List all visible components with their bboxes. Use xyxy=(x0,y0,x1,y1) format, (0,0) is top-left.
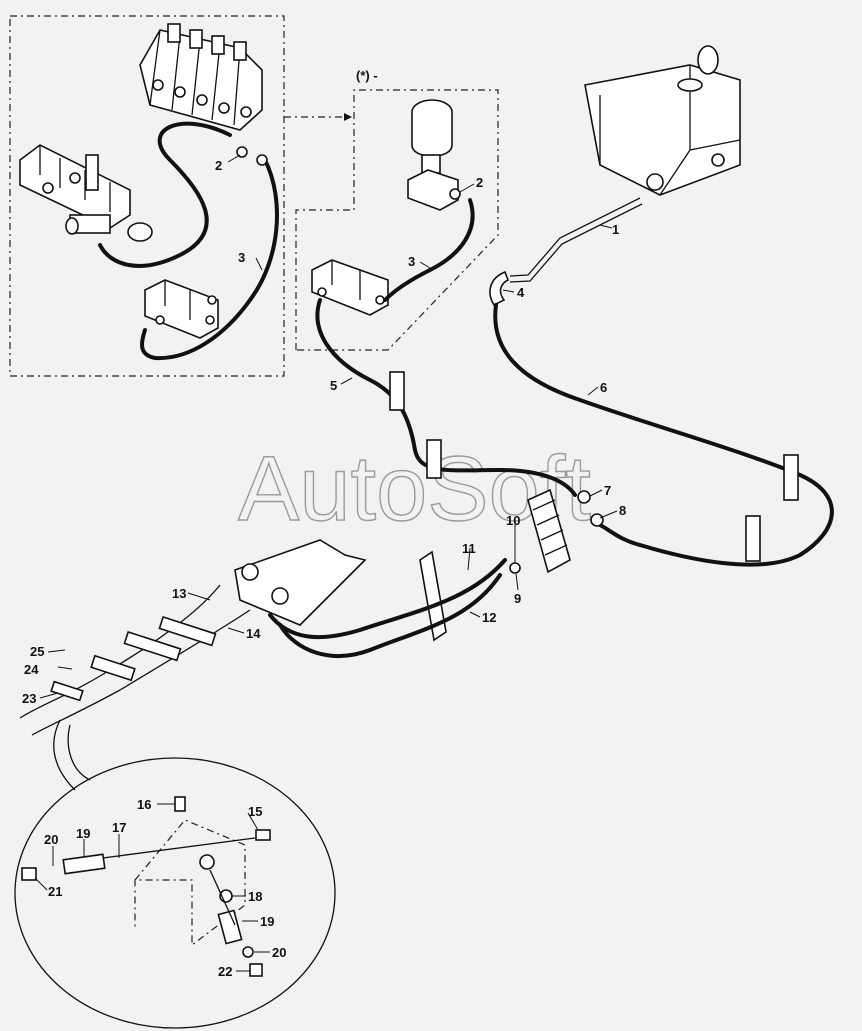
callout-13: 13 xyxy=(172,586,186,601)
tall-clamp xyxy=(419,550,447,642)
callout-12: 12 xyxy=(482,610,496,625)
detail-bracket xyxy=(21,796,271,977)
inset-box-main xyxy=(9,15,285,377)
hydraulic-tank xyxy=(584,45,741,196)
callout-15: 15 xyxy=(248,804,262,819)
callout-4: 4 xyxy=(517,285,525,300)
variant-arrow-head xyxy=(344,113,352,121)
valve-block-variant xyxy=(311,259,389,316)
elbow-4 xyxy=(489,270,510,307)
inset-box-variant xyxy=(295,89,499,351)
hose-inset-b xyxy=(140,158,279,361)
line-1b xyxy=(509,203,643,283)
hose-6 xyxy=(493,303,834,567)
hose-5 xyxy=(315,298,577,497)
callout-20b: 20 xyxy=(272,945,286,960)
callout-25: 25 xyxy=(30,644,44,659)
callout-8: 8 xyxy=(619,503,626,518)
control-valve-block xyxy=(139,23,263,131)
hose-12 xyxy=(278,573,502,658)
callout-17: 17 xyxy=(112,820,126,835)
manifold-assembly xyxy=(19,144,153,242)
callout-22: 22 xyxy=(218,964,232,979)
callout-24: 24 xyxy=(24,662,39,677)
leader-lines xyxy=(34,154,618,972)
callout-1: 1 xyxy=(612,222,619,237)
callout-18: 18 xyxy=(248,889,262,904)
callout-23: 23 xyxy=(22,691,36,706)
callout-14: 14 xyxy=(246,626,261,641)
callout-16: 16 xyxy=(137,797,151,812)
detail-circle xyxy=(14,757,336,1029)
hose-inset-a xyxy=(98,121,232,268)
mounting-plate xyxy=(234,539,367,626)
callout-7: 7 xyxy=(604,483,611,498)
variant-label: (*) - xyxy=(356,68,378,83)
detail-leader xyxy=(53,719,91,791)
lines-13-14b xyxy=(31,609,251,736)
callout-6: 6 xyxy=(600,380,607,395)
callout-21: 21 xyxy=(48,884,62,899)
callout-5: 5 xyxy=(330,378,337,393)
callout-10: 10 xyxy=(506,513,520,528)
clamps xyxy=(389,371,799,562)
callout-3a: 3 xyxy=(238,250,245,265)
hose-variant-3 xyxy=(383,198,475,302)
callout-3b: 3 xyxy=(408,254,415,269)
bulkhead-plate xyxy=(509,488,604,574)
callout-20a: 20 xyxy=(44,832,58,847)
callouts: 1 2 2 3 3 4 5 6 7 8 9 10 11 12 13 14 15 … xyxy=(22,158,626,979)
callout-9: 9 xyxy=(514,591,521,606)
fitting-2a xyxy=(236,146,248,158)
fitting-2b xyxy=(256,154,268,166)
line-1 xyxy=(509,197,641,277)
clamp-strips xyxy=(50,615,217,702)
hose-11 xyxy=(268,558,507,640)
callout-19b: 19 xyxy=(260,914,274,929)
callout-2a: 2 xyxy=(215,158,222,173)
accumulator-valve xyxy=(407,99,461,211)
callout-11: 11 xyxy=(462,541,476,556)
callout-2b: 2 xyxy=(476,175,483,190)
callout-19a: 19 xyxy=(76,826,90,841)
valve-block-lower xyxy=(144,279,219,339)
